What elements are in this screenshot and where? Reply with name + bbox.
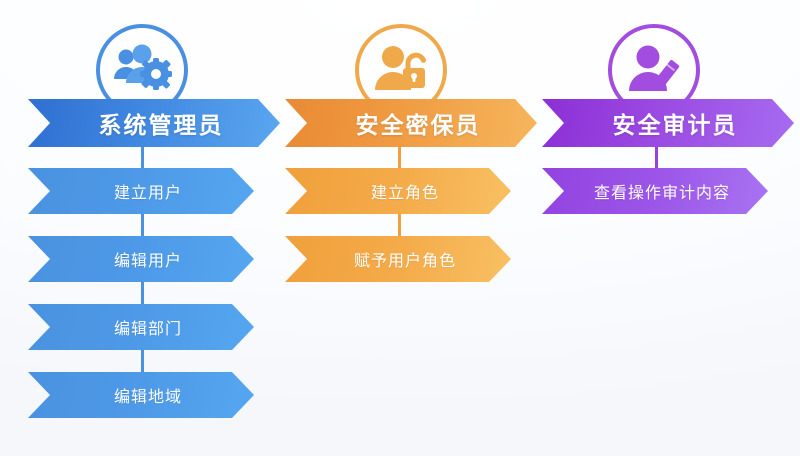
item-security-1[interactable]: 赋予用户角色 [285,236,511,282]
item-admin-2[interactable]: 编辑部门 [28,304,254,350]
connector-admin-3 [141,350,144,372]
header-label-audit: 安全审计员 [612,112,738,138]
header-audit[interactable]: 安全审计员 [542,99,794,147]
item-chevron-admin-1[interactable]: 编辑用户 [28,236,254,282]
item-chevron-admin-2[interactable]: 编辑部门 [28,304,254,350]
header-chevron-admin[interactable]: 系统管理员 [28,99,280,147]
header-label-admin: 系统管理员 [98,112,224,138]
item-security-0[interactable]: 建立角色 [285,168,511,214]
item-admin-0[interactable]: 建立用户 [28,168,254,214]
item-label-admin-1: 编辑用户 [113,253,182,270]
item-chevron-security-0[interactable]: 建立角色 [285,168,511,214]
header-chevron-audit[interactable]: 安全审计员 [542,99,794,147]
item-label-security-0: 建立角色 [370,185,439,202]
item-chevron-admin-3[interactable]: 编辑地域 [28,372,254,418]
item-admin-3[interactable]: 编辑地域 [28,372,254,418]
item-label-admin-2: 编辑部门 [113,321,182,338]
item-chevron-security-1[interactable]: 赋予用户角色 [285,236,511,282]
connector-admin-0 [141,147,144,168]
item-label-audit-0: 查看操作审计内容 [593,185,730,202]
item-label-admin-3: 编辑地域 [113,389,182,406]
item-label-admin-0: 建立用户 [113,185,182,202]
item-audit-0[interactable]: 查看操作审计内容 [542,168,768,214]
connector-admin-2 [141,282,144,304]
item-chevron-admin-0[interactable]: 建立用户 [28,168,254,214]
header-chevron-security[interactable]: 安全密保员 [285,99,537,147]
item-label-security-1: 赋予用户角色 [353,253,456,270]
connector-security-0 [398,147,401,168]
users-gear-icon [96,24,188,116]
header-admin[interactable]: 系统管理员 [28,99,280,147]
connector-audit-0 [655,147,658,168]
connector-admin-1 [141,214,144,236]
item-admin-1[interactable]: 编辑用户 [28,236,254,282]
header-label-security: 安全密保员 [355,112,481,138]
connector-security-1 [398,214,401,236]
header-security[interactable]: 安全密保员 [285,99,537,147]
item-chevron-audit-0[interactable]: 查看操作审计内容 [542,168,768,214]
